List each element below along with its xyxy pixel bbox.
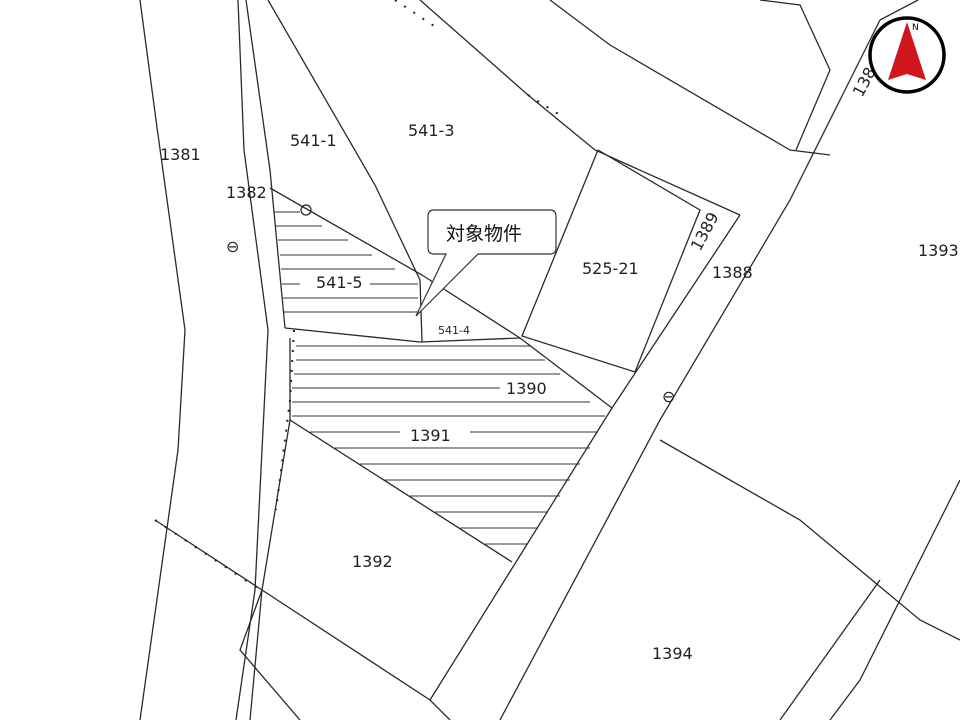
boundary-symbols: ⊖ ⊖ [226, 204, 675, 406]
parcel-1390: 1390 [506, 379, 547, 398]
parcel-541-4: 541-4 [438, 324, 470, 337]
parcel-541-5: 541-5 [316, 273, 363, 292]
road-1381-boundaries [139, 0, 286, 720]
parcel-1392: 1392 [352, 552, 393, 571]
parcel-1381: 1381 [160, 145, 201, 164]
target-property-callout: 対象物件 [415, 209, 557, 317]
parcel-541-1: 541-1 [290, 131, 337, 150]
boundary-marker [300, 204, 312, 216]
north-label: N [912, 23, 919, 33]
parcel-525-21: 525-21 [582, 259, 639, 278]
dotted-boundaries [154, 0, 561, 591]
parcel-1388: 1388 [712, 263, 753, 282]
north-arrow-icon [888, 22, 926, 80]
target-hatching [274, 211, 605, 545]
road-symbol-left: ⊖ [226, 237, 239, 256]
lower-parcel-boundaries [154, 338, 960, 720]
parcel-1393: 1393 [918, 241, 959, 260]
parcel-1389: 1389 [687, 209, 723, 254]
road-symbol-right: ⊖ [662, 387, 675, 406]
parcel-1382: 1382 [226, 183, 267, 202]
parcel-1394: 1394 [652, 644, 693, 663]
callout-label: 対象物件 [446, 223, 522, 245]
north-compass: N [868, 16, 946, 94]
parcel-541-3: 541-3 [408, 121, 455, 140]
road-1388-boundaries [429, 0, 919, 720]
upper-parcel-boundaries [267, 0, 831, 409]
parcel-labels: 1381 1382 541-1 541-3 541-5 541-4 525-21… [160, 64, 959, 663]
parcel-1391: 1391 [410, 426, 451, 445]
